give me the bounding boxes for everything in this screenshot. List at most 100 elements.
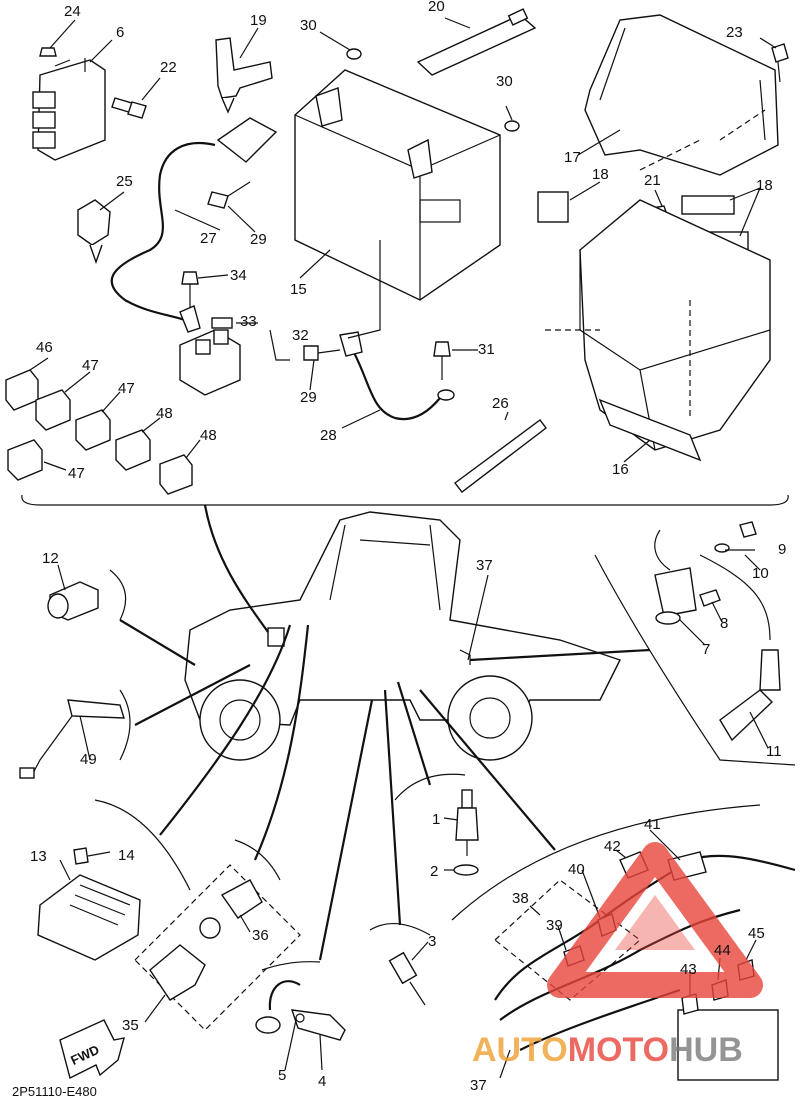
switch-36 (220, 879, 263, 919)
callout-20: 20 (428, 0, 445, 15)
washer-30a (346, 48, 362, 60)
callout-37b: 37 (470, 1077, 487, 1094)
switch-assembly (134, 864, 301, 1031)
sensor-49 (19, 699, 125, 779)
pad-18b (681, 195, 735, 215)
pad-18a (537, 191, 569, 223)
bolt-8 (699, 589, 721, 607)
callout-49: 49 (80, 751, 97, 768)
callout-14: 14 (118, 847, 135, 864)
watermark-logo: AUTOMOTOHUB (472, 842, 763, 1069)
vehicle-leaders (119, 504, 651, 961)
connector-set (5, 369, 193, 495)
callout-23: 23 (726, 24, 743, 41)
coupler-47c (7, 439, 43, 481)
ignition-coil-7 (654, 529, 697, 625)
part-5 (255, 980, 301, 1034)
cable-28 (339, 331, 455, 421)
callout-6: 6 (116, 24, 124, 41)
battery-box-16 (579, 199, 771, 462)
callout-11: 11 (766, 743, 782, 760)
callout-28: 28 (320, 427, 337, 444)
callout-21: 21 (644, 172, 661, 189)
starter-relay-32 (179, 329, 241, 396)
ecu-unit (32, 58, 106, 161)
callout-30a: 30 (300, 17, 317, 34)
callout-27: 27 (200, 230, 217, 247)
callout-47b: 47 (118, 380, 135, 397)
spark-plug-3 (388, 951, 426, 1006)
callout-45: 45 (748, 925, 765, 942)
coupler-47b (75, 409, 111, 451)
vehicle-illustration (184, 511, 621, 761)
callout-31: 31 (478, 341, 495, 358)
lower-section: FWD (19, 521, 796, 1081)
callout-18a: 18 (592, 166, 609, 183)
callout-29b: 29 (300, 389, 317, 406)
callout-44: 44 (714, 942, 731, 959)
callout-5: 5 (278, 1067, 286, 1084)
callout-1: 1 (432, 811, 440, 828)
callout-33: 33 (240, 313, 257, 330)
bolt-14 (73, 847, 89, 865)
callout-labels: 24 6 22 19 30 20 30 23 17 18 21 18 25 27… (30, 0, 786, 1094)
callout-42: 42 (604, 838, 621, 855)
callout-19: 19 (250, 12, 267, 29)
callout-10: 10 (752, 565, 769, 582)
rectifier-13 (37, 874, 141, 961)
bolt-34 (181, 271, 199, 308)
sensor-12 (47, 581, 99, 621)
callout-16: 16 (612, 461, 629, 478)
callout-40: 40 (568, 861, 585, 878)
screw-24 (39, 47, 57, 57)
callout-22: 22 (160, 59, 177, 76)
switch-35 (149, 944, 206, 1001)
callout-2: 2 (430, 863, 438, 880)
callout-3: 3 (428, 933, 436, 950)
callout-29a: 29 (250, 231, 267, 248)
coupler-48a (115, 429, 151, 471)
battery-cover-17 (584, 14, 779, 176)
bolt-23 (771, 43, 789, 83)
callout-17: 17 (564, 149, 581, 166)
coupler-47a (35, 389, 71, 431)
washer-10 (714, 543, 730, 553)
callout-47a: 47 (82, 357, 99, 374)
callout-32: 32 (292, 327, 309, 344)
callout-35: 35 (122, 1017, 139, 1034)
gasket-2 (453, 864, 479, 876)
callout-36: 36 (252, 927, 269, 944)
plug-cap-11 (699, 554, 781, 742)
part-4 (290, 1009, 346, 1041)
bolt-9 (739, 521, 757, 538)
diagram-code: 2P51110-E480 (12, 1084, 97, 1099)
spark-plug-1 (455, 789, 479, 856)
upper-section (5, 8, 789, 506)
callout-24: 24 (64, 3, 81, 20)
watermark-text: AUTOMOTOHUB (472, 1031, 743, 1069)
section-frames (94, 554, 796, 971)
callout-30b: 30 (496, 73, 513, 90)
coupler-48b (159, 454, 193, 495)
callout-9: 9 (778, 541, 786, 558)
bolt-31 (433, 341, 451, 380)
callout-4: 4 (318, 1073, 326, 1090)
coupler-46 (5, 369, 39, 411)
leader-32-33 (236, 322, 290, 361)
battery-15 (294, 69, 501, 301)
callout-48b: 48 (200, 427, 217, 444)
cable-27 (110, 117, 278, 333)
callout-46: 46 (36, 339, 53, 356)
section-divider (21, 494, 789, 506)
clip-19 (215, 37, 273, 114)
callout-12: 12 (42, 550, 59, 567)
fwd-arrow-icon: FWD (59, 1019, 125, 1080)
bolt-22 (111, 97, 147, 119)
callout-39: 39 (546, 917, 563, 934)
callout-8: 8 (720, 615, 728, 632)
callout-25: 25 (116, 173, 133, 190)
callout-26: 26 (492, 395, 509, 412)
fuse-33 (211, 317, 233, 329)
callout-37a: 37 (476, 557, 493, 574)
